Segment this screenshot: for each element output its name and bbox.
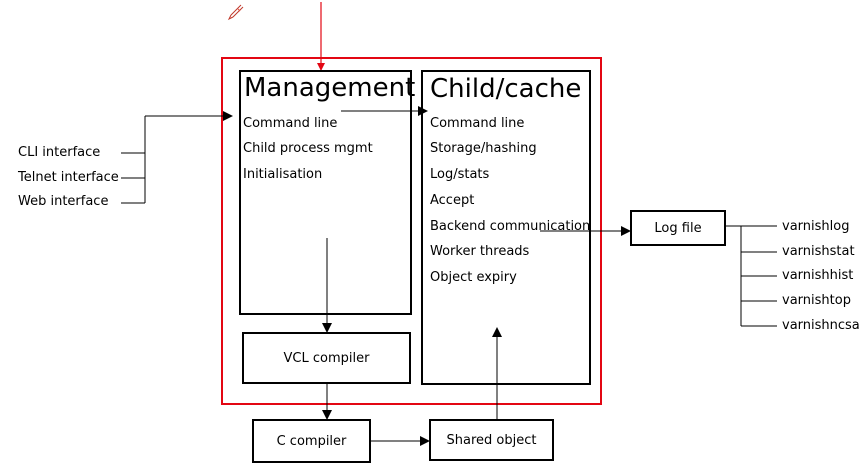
- child-item: Command line: [430, 116, 525, 131]
- tool-label: varnishncsa: [782, 318, 860, 333]
- management-item: Initialisation: [243, 167, 323, 182]
- tools-connector: [725, 225, 777, 327]
- web-interface-label: Web interface: [18, 194, 109, 209]
- management-title: Management: [244, 73, 416, 103]
- c-compiler-label: C compiler: [276, 433, 347, 449]
- pen-icon: [227, 4, 244, 21]
- tool-label: varnishtop: [782, 293, 851, 308]
- vcl-compiler-label: VCL compiler: [283, 350, 370, 366]
- child-item: Log/stats: [430, 167, 490, 182]
- management-box: [239, 70, 412, 315]
- child-item: Object expiry: [430, 270, 517, 285]
- interface-connector: [121, 116, 146, 204]
- shared-object-label: Shared object: [446, 432, 537, 448]
- child-cache-box: [421, 70, 591, 385]
- log-file-label: Log file: [654, 220, 702, 236]
- cli-interface-label: CLI interface: [18, 145, 101, 160]
- management-item: Command line: [243, 116, 338, 131]
- tool-label: varnishstat: [782, 244, 855, 259]
- child-item: Accept: [430, 193, 475, 208]
- telnet-interface-label: Telnet interface: [18, 170, 119, 185]
- child-item: Storage/hashing: [430, 141, 537, 156]
- child-cache-title: Child/cache: [430, 74, 582, 104]
- tool-label: varnishlog: [782, 219, 850, 234]
- shared-object-box: [429, 419, 554, 461]
- child-item: Backend communication: [430, 219, 591, 234]
- tool-label: varnishhist: [782, 268, 854, 283]
- child-item: Worker threads: [430, 244, 530, 259]
- log-file-box: [630, 210, 726, 246]
- management-item: Child process mgmt: [243, 141, 373, 156]
